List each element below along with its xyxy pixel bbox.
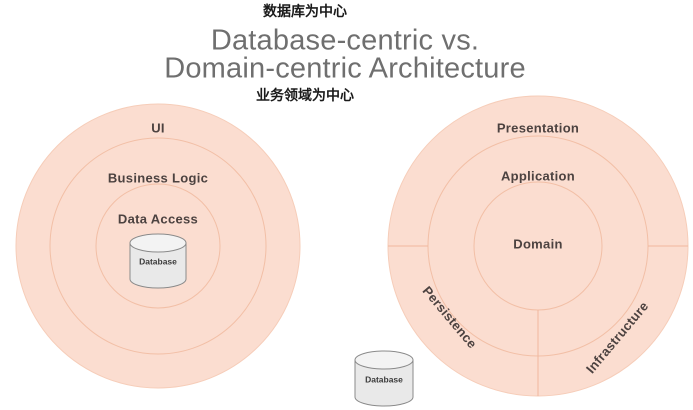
left-ring-label-data-access: Data Access xyxy=(118,211,198,226)
annotation-top: 数据库为中心 xyxy=(263,3,347,20)
right-diagram-group: Presentation Application Domain Persiste… xyxy=(387,95,689,397)
right-ring-label-domain: Domain xyxy=(513,236,562,251)
right-ring-label-presentation: Presentation xyxy=(497,120,579,135)
left-ring-label-business-logic: Business Logic xyxy=(108,170,208,185)
right-ring-label-application: Application xyxy=(501,168,575,183)
annotation-bottom: 业务领域为中心 xyxy=(256,87,354,104)
left-database-label: Database xyxy=(139,256,177,266)
cylinder-body xyxy=(129,242,187,289)
cylinder-top-ellipse xyxy=(129,233,187,253)
external-database-label: Database xyxy=(365,374,403,384)
cylinder-body xyxy=(354,359,414,407)
cylinder-top-ellipse xyxy=(354,350,414,370)
page-title-line1: Database-centric vs. xyxy=(211,25,479,57)
page-title-line2: Domain-centric Architecture xyxy=(164,53,526,85)
left-database-cylinder: Database xyxy=(129,233,187,289)
external-database-cylinder: Database xyxy=(354,350,414,407)
left-diagram-group: UI Business Logic Data Access Database xyxy=(15,103,301,389)
left-ring-label-ui: UI xyxy=(151,120,165,135)
